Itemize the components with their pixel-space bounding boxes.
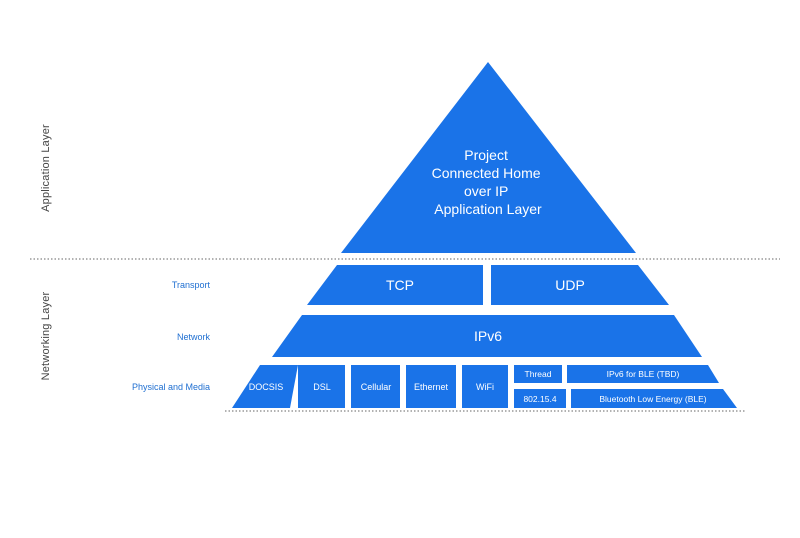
docsis-block	[232, 365, 298, 408]
udp-block	[491, 265, 669, 305]
cellular-block	[351, 365, 400, 408]
ipv6-ble-label: IPv6 for BLE (TBD)	[607, 369, 680, 379]
ieee-802154-label: 802.15.4	[523, 394, 556, 404]
ble-block	[571, 389, 737, 408]
thread-label: Thread	[525, 369, 552, 379]
application-layer-side-label: Application Layer	[40, 124, 52, 212]
application-line-4: Application Layer	[434, 201, 542, 217]
wifi-block	[462, 365, 508, 408]
dsl-label: DSL	[313, 382, 331, 392]
thread-block	[514, 365, 562, 383]
ipv6-label: IPv6	[474, 328, 502, 344]
tcp-block	[307, 265, 483, 305]
ipv6-ble-block	[567, 365, 719, 383]
dsl-block	[298, 365, 345, 408]
application-layer-block	[341, 62, 636, 253]
application-line-2: Connected Home	[432, 165, 541, 181]
ethernet-block	[406, 365, 456, 408]
udp-label: UDP	[555, 277, 585, 293]
networking-layer-side-label: Networking Layer	[40, 291, 52, 381]
tcp-label: TCP	[386, 277, 414, 293]
transport-tier-label: Transport	[171, 280, 210, 290]
application-text: Project Connected Home over IP Applicati…	[432, 147, 545, 217]
application-line-1: Project	[464, 147, 508, 163]
docsis-label: DOCSIS	[249, 382, 284, 392]
ieee-802154-block	[514, 389, 566, 408]
network-tier-label: Network	[176, 332, 210, 342]
cellular-label: Cellular	[361, 382, 392, 392]
ethernet-label: Ethernet	[414, 382, 449, 392]
physical-tier-label: Physical and Media	[131, 382, 210, 392]
wifi-label: WiFi	[476, 382, 494, 392]
application-line-3: over IP	[464, 183, 508, 199]
ipv6-block	[272, 315, 702, 357]
ble-label: Bluetooth Low Energy (BLE)	[599, 394, 706, 404]
